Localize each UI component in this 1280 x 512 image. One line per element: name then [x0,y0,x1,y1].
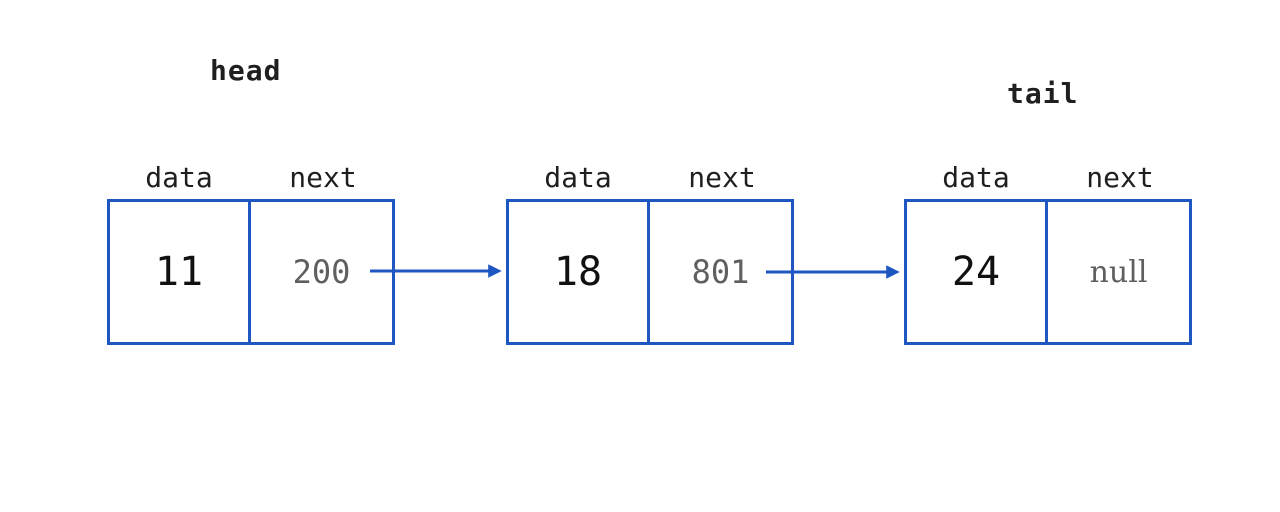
data-cell: 24 [907,202,1048,342]
node-box: 11 200 [107,199,395,345]
list-node-2: data next 18 801 [506,152,794,345]
data-value: 18 [553,249,603,295]
data-field-label: data [544,161,612,195]
data-value: 11 [154,249,204,295]
field-labels: data next [904,152,1192,194]
next-cell: null [1048,202,1189,342]
node-box: 18 801 [506,199,794,345]
next-value: 801 [691,253,750,291]
list-node-1: data next 11 200 [107,152,395,345]
head-pointer-label: head [210,54,282,87]
data-cell: 18 [509,202,650,342]
data-field-label: data [942,161,1010,195]
next-field-label: next [289,161,357,195]
next-value: 200 [292,253,351,291]
node-box: 24 null [904,199,1192,345]
field-labels: data next [107,152,395,194]
next-field-label: next [1086,161,1154,195]
field-labels: data next [506,152,794,194]
next-value: null [1089,254,1148,290]
data-field-label: data [145,161,213,195]
next-cell: 200 [251,202,392,342]
next-field-label: next [688,161,756,195]
list-node-3: data next 24 null [904,152,1192,345]
tail-pointer-label: tail [1007,77,1079,110]
data-value: 24 [951,249,1001,295]
next-cell: 801 [650,202,791,342]
data-cell: 11 [110,202,251,342]
